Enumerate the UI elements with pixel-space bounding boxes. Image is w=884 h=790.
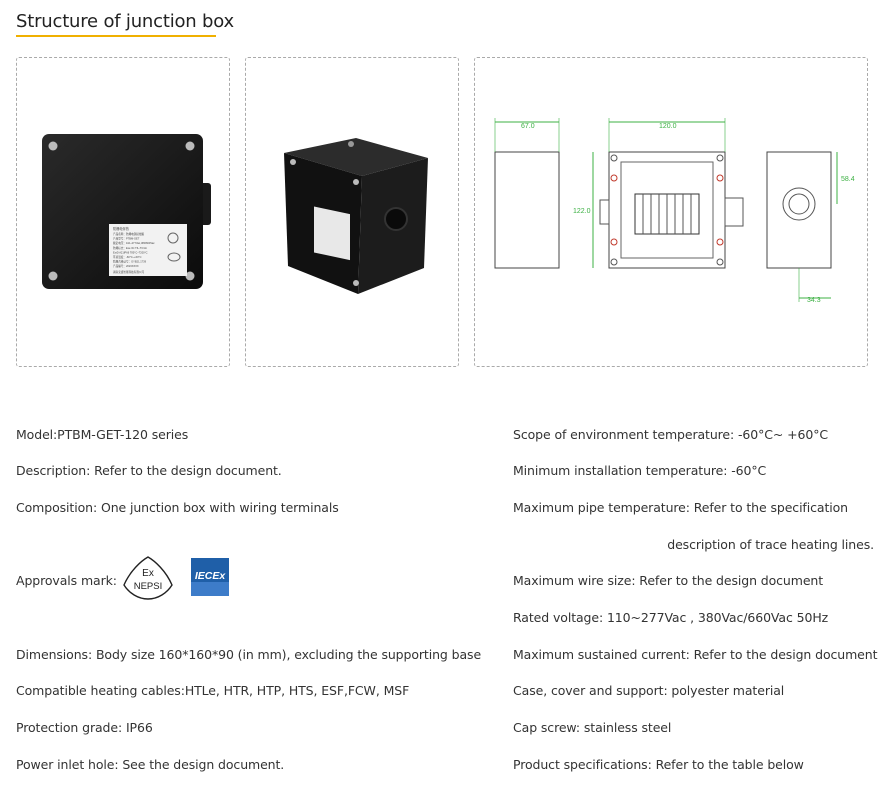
spec-protection: Protection grade: IP66 bbox=[16, 720, 153, 735]
dim-width-label: 120.0 bbox=[659, 123, 677, 130]
spec-env-temp: Scope of environment temperature: -60°C~… bbox=[513, 427, 829, 442]
perspective-view-card bbox=[245, 57, 459, 367]
ex-mark-text: Ex bbox=[142, 568, 154, 579]
spec-cables: Compatible heating cables:HTLe, HTR, HTP… bbox=[16, 683, 410, 698]
iecex-logo: IECEx bbox=[191, 558, 229, 596]
nameplate-brand: 防爆电伴热 bbox=[113, 226, 130, 231]
spec-composition: Composition: One junction box with wirin… bbox=[16, 500, 339, 515]
spec-dimensions: Dimensions: Body size 160*160*90 (in mm)… bbox=[16, 647, 482, 662]
nepsi-mark-text: NEPSI bbox=[134, 581, 163, 592]
nameplate-line: 产品编号：2023XXXX bbox=[113, 264, 139, 268]
spec-screw: Cap screw: stainless steel bbox=[513, 720, 672, 735]
spec-voltage: Rated voltage: 110~277Vac , 380Vac/660Va… bbox=[513, 610, 829, 625]
nameplate-line: 防爆合格证号：GYB21.1739 bbox=[113, 260, 147, 264]
dim-gland-label: 58.4 bbox=[841, 176, 855, 183]
spec-max-pipe: Maximum pipe temperature: Refer to the s… bbox=[513, 500, 848, 515]
technical-drawing-card: 67.0 120.0 122.0 58.4 34.3 bbox=[474, 57, 868, 367]
nameplate-label: 防爆电伴热产品名称：防爆电源接线箱产品型号：PTBM-GET额定电压：110~2… bbox=[109, 224, 187, 276]
spec-product-specs: Product specifications: Refer to the tab… bbox=[513, 757, 804, 772]
spec-current: Maximum sustained current: Refer to the … bbox=[513, 647, 878, 662]
spec-max-pipe-cont: description of trace heating lines. bbox=[667, 537, 874, 552]
section-title: Structure of junction box bbox=[16, 11, 234, 32]
dim-side-label: 67.0 bbox=[521, 123, 535, 130]
nameplate-line: ExtD A21IP66 T85°C~T200°C bbox=[113, 250, 148, 254]
nameplate-line: 环境温度：-60°C~+60°C bbox=[113, 255, 142, 259]
spec-min-install: Minimum installation temperature: -60°C bbox=[513, 463, 767, 478]
ex-nepsi-logo: Ex NEPSI bbox=[123, 556, 173, 600]
dim-offset-label: 34.3 bbox=[807, 297, 821, 304]
spec-approvals-label: Approvals mark: bbox=[16, 573, 117, 588]
nameplate-line: 产品名称：防爆电源接线箱 bbox=[113, 232, 145, 236]
dim-height-label: 122.0 bbox=[573, 208, 591, 215]
title-underline bbox=[16, 35, 216, 37]
spec-description: Description: Refer to the design documen… bbox=[16, 463, 282, 478]
nameplate-line: 产品型号：PTBM-GET bbox=[113, 237, 140, 241]
junction-box-front-photo: 防爆电伴热产品名称：防爆电源接线箱产品型号：PTBM-GET额定电压：110~2… bbox=[42, 134, 211, 289]
junction-box-perspective-photo bbox=[284, 138, 428, 294]
nameplate-line: 防爆标志：Exe IIC T6~T3 Gb bbox=[113, 246, 147, 250]
spec-wire-size: Maximum wire size: Refer to the design d… bbox=[513, 573, 824, 588]
nameplate-maker: 湖南安盛智能科技有限公司 bbox=[113, 270, 145, 274]
spec-model: Model:PTBM-GET-120 series bbox=[16, 427, 189, 442]
iecex-mark-text: IECEx bbox=[195, 570, 227, 582]
nameplate-line: 额定电压：110~277Vac,380/660Vac bbox=[113, 241, 155, 245]
spec-inlet: Power inlet hole: See the design documen… bbox=[16, 757, 285, 772]
dimension-drawing: 67.0 120.0 122.0 58.4 34.3 bbox=[494, 118, 855, 304]
spec-material: Case, cover and support: polyester mater… bbox=[513, 683, 785, 698]
